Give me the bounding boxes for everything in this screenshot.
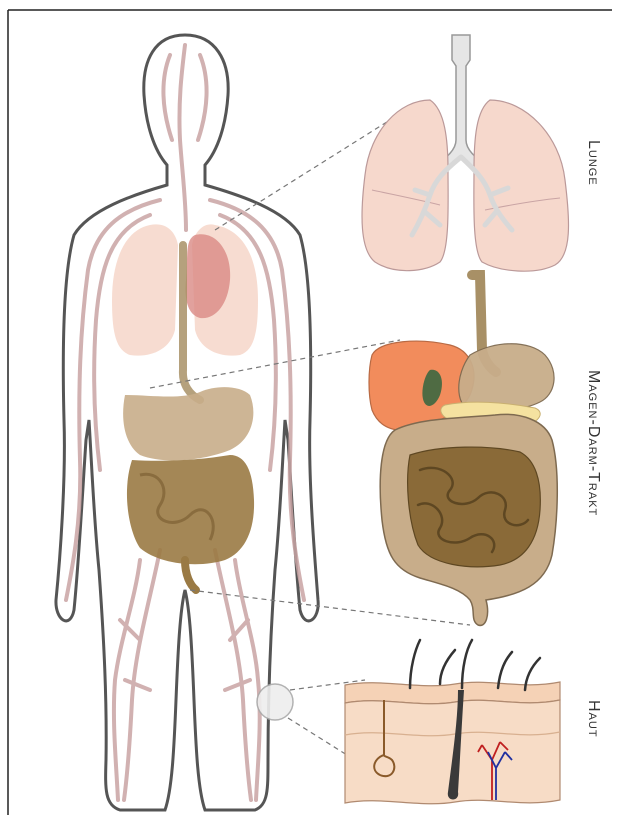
human-body [56,35,318,810]
stomach [459,344,554,411]
label-gi-tract: Magen-Darm-Trakt [584,370,602,516]
gi-tract-detail [369,275,557,625]
skin-detail [345,640,560,804]
body-intestines [127,455,254,564]
label-lung: Lunge [584,140,602,186]
label-skin: Haut [584,700,602,738]
lung-detail [362,35,569,271]
skin-zoom-circle [257,684,293,720]
small-intestine [408,447,541,567]
